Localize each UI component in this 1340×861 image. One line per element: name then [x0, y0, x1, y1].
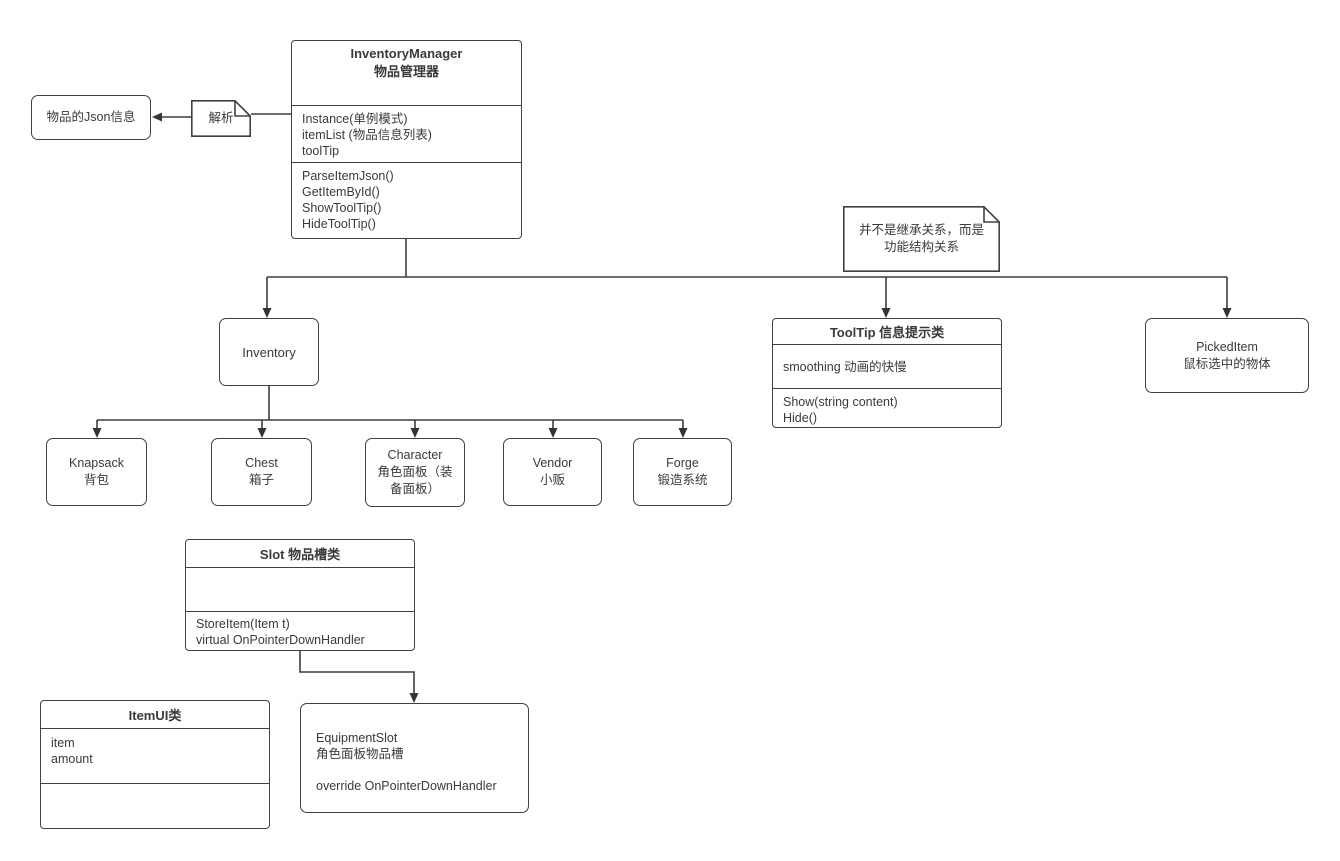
- class-slot-attributes-empty: [186, 567, 414, 611]
- note-parse: 解析: [191, 100, 251, 137]
- note-shape: [843, 206, 1000, 272]
- node-name: Vendor: [532, 456, 573, 470]
- class-slot-methods: StoreItem(Item t) virtual OnPointerDownH…: [186, 611, 414, 650]
- method-item: GetItemById(): [302, 185, 380, 199]
- class-tooltip-methods: Show(string content) Hide(): [773, 388, 1001, 427]
- method-item: ParseItemJson(): [302, 169, 394, 183]
- edge-inventory-to-forge: [678, 420, 688, 438]
- node-desc: 角色面板物品槽: [316, 747, 404, 761]
- node-chest: Chest 箱子: [211, 438, 312, 506]
- node-name: EquipmentSlot: [316, 731, 398, 745]
- method-item: HideToolTip(): [302, 217, 376, 231]
- class-item-ui: ItemUI类 item amount: [40, 700, 270, 829]
- node-knapsack: Knapsack 背包: [46, 438, 147, 506]
- class-item-ui-attributes: item amount: [41, 728, 269, 783]
- note-parse-text: 解析: [191, 100, 251, 137]
- edge-inventory-trunk: [97, 386, 683, 421]
- class-item-ui-methods-empty: [41, 783, 269, 828]
- attribute-item: Instance(单例模式): [302, 112, 408, 126]
- method-item: override OnPointerDownHandler: [316, 779, 497, 793]
- method-item: virtual OnPointerDownHandler: [196, 633, 365, 647]
- edge-manager-to-pickeditem: [1222, 277, 1232, 318]
- attribute-item: toolTip: [302, 144, 340, 158]
- class-inventory-manager: InventoryManager 物品管理器 Instance(单例模式) it…: [291, 40, 522, 239]
- class-title-subtext: 物品管理器: [373, 64, 439, 79]
- class-inventory-manager-attributes: Instance(单例模式) itemList (物品信息列表) toolTip: [292, 105, 521, 162]
- edge-inventory-to-character: [410, 420, 420, 438]
- method-item: ShowToolTip(): [302, 201, 382, 215]
- node-name: Forge: [666, 456, 699, 470]
- edge-inventory-to-vendor: [548, 420, 558, 438]
- node-desc: 背包: [83, 473, 109, 487]
- node-desc: 角色面板（装备面板）: [377, 465, 453, 496]
- node-name: Character: [387, 448, 443, 462]
- note-line: 功能结构关系: [883, 240, 959, 254]
- edge-manager-trunk: [267, 239, 1227, 278]
- node-forge: Forge 锻造系统: [633, 438, 732, 506]
- node-vendor: Vendor 小贩: [503, 438, 602, 506]
- note-label: 解析: [208, 111, 234, 125]
- class-title-text: Slot 物品槽类: [259, 547, 341, 562]
- class-title-text: ItemUI类: [128, 708, 182, 723]
- node-desc: 箱子: [248, 473, 274, 487]
- edge-slot-to-equipmentslot: [299, 651, 419, 703]
- edge-parse-note-to-jsoninfo: [152, 112, 191, 122]
- node-label: 物品的Json信息: [46, 110, 136, 124]
- edge-inventory-to-knapsack: [92, 420, 102, 438]
- attribute-item: item: [51, 736, 75, 750]
- node-inventory: Inventory: [219, 318, 319, 386]
- class-tooltip: ToolTip 信息提示类 smoothing 动画的快慢 Show(strin…: [772, 318, 1002, 428]
- node-character: Character 角色面板（装备面板）: [365, 438, 465, 507]
- edge-inventory-to-chest: [257, 420, 267, 438]
- node-name: Knapsack: [69, 456, 124, 470]
- attribute-item: itemList (物品信息列表): [302, 128, 432, 142]
- attribute-item: amount: [51, 752, 93, 766]
- attribute-item: smoothing 动画的快慢: [783, 359, 907, 374]
- edge-manager-to-inventory: [262, 277, 272, 318]
- node-name: PickedItem: [1196, 339, 1258, 354]
- node-desc: 小贩: [539, 473, 565, 487]
- class-inventory-manager-methods: ParseItemJson() GetItemById() ShowToolTi…: [292, 162, 521, 238]
- method-item: Show(string content): [783, 395, 898, 409]
- method-item: Hide(): [783, 411, 818, 425]
- note-relation: 并不是继承关系，而是 功能结构关系: [843, 206, 1000, 272]
- node-json-info: 物品的Json信息: [31, 95, 151, 140]
- edge-manager-to-tooltip: [881, 277, 891, 318]
- node-name: Chest: [245, 456, 278, 470]
- note-line: 并不是继承关系，而是: [858, 223, 984, 237]
- note-relation-text: 并不是继承关系，而是 功能结构关系: [843, 206, 1000, 272]
- node-picked-item: PickedItem 鼠标选中的物体: [1145, 318, 1309, 393]
- class-inventory-manager-title: InventoryManager 物品管理器: [292, 41, 521, 105]
- node-label: Inventory: [242, 344, 296, 360]
- method-item: StoreItem(Item t): [196, 617, 290, 631]
- class-slot: Slot 物品槽类 StoreItem(Item t) virtual OnPo…: [185, 539, 415, 651]
- node-desc: 锻造系统: [657, 473, 708, 487]
- class-tooltip-title: ToolTip 信息提示类: [773, 319, 1001, 344]
- class-title-text: ToolTip 信息提示类: [829, 325, 945, 340]
- note-shape: [191, 100, 251, 137]
- node-desc: 鼠标选中的物体: [1183, 356, 1271, 371]
- class-tooltip-attributes: smoothing 动画的快慢: [773, 344, 1001, 388]
- class-title-text: InventoryManager: [350, 46, 463, 61]
- class-slot-title: Slot 物品槽类: [186, 540, 414, 567]
- class-item-ui-title: ItemUI类: [41, 701, 269, 728]
- node-equipment-slot: EquipmentSlot 角色面板物品槽 override OnPointer…: [300, 703, 529, 813]
